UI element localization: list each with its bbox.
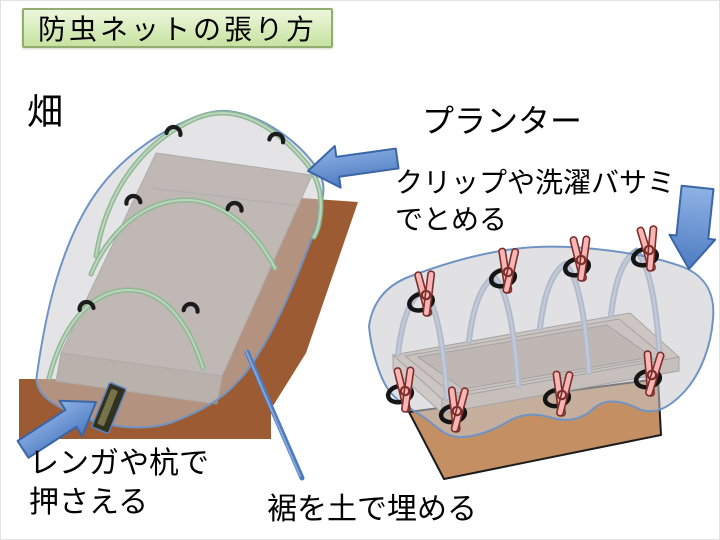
field-net xyxy=(35,109,325,429)
brick-callout-line2: 押さえる xyxy=(29,485,149,520)
brick-callout: レンガや杭で 押さえる xyxy=(29,444,209,522)
hem-callout-line-hl xyxy=(245,350,301,477)
field-label: 畑 xyxy=(27,92,64,133)
hem-callout: 裾を土で埋める xyxy=(267,492,477,527)
planter-label: プランター xyxy=(422,102,583,140)
arrow-left-icon xyxy=(307,145,400,189)
arrow-down-icon xyxy=(668,184,717,270)
brick-highlight xyxy=(97,388,118,426)
clip-callout-line1: クリップや洗濯バサミ xyxy=(395,166,676,199)
planter-diagram xyxy=(368,184,717,480)
slide-title: 防虫ネットの張り方 xyxy=(22,8,334,48)
clip-callout: クリップや洗濯バサミ でとめる xyxy=(395,164,675,238)
field-diagram xyxy=(16,109,400,481)
brick xyxy=(91,382,127,434)
field-hoop-2-hl xyxy=(90,198,276,275)
clip-callout-line2: でとめる xyxy=(395,203,508,236)
field-hoop-3-hl xyxy=(48,288,204,379)
brick-callout-line1: レンガや杭で xyxy=(29,446,209,481)
arrow-up-right-icon xyxy=(16,399,97,459)
